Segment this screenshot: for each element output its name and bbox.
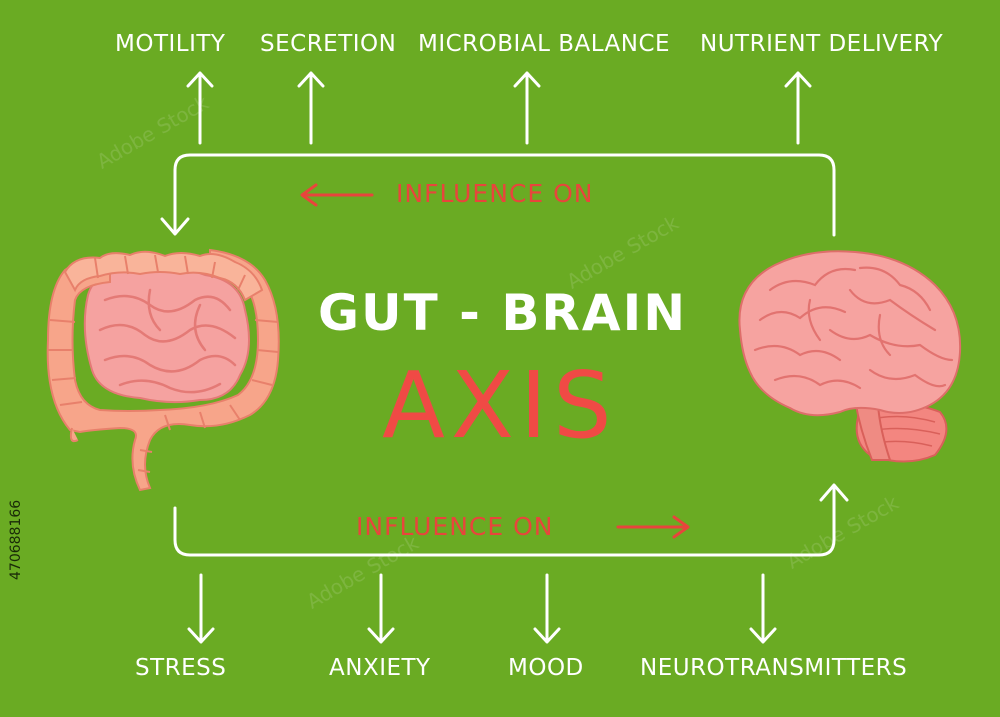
label-neurotransmitters: NEUROTRANSMITTERS xyxy=(640,655,908,681)
bottom-connector xyxy=(173,485,836,557)
arrow-to-stress xyxy=(187,573,215,644)
stock-id: 470688166 xyxy=(8,499,24,580)
influence-right-arrow xyxy=(616,515,690,539)
label-microbial-balance: MICROBIAL BALANCE xyxy=(418,31,671,57)
arrow-to-anxiety xyxy=(367,573,395,644)
arrow-to-secretion xyxy=(297,71,325,145)
arrow-to-microbial-balance xyxy=(513,71,541,145)
title-axis: AXIS xyxy=(382,352,618,459)
intestines-icon xyxy=(46,248,280,492)
label-secretion: SECRETION xyxy=(260,31,397,57)
label-stress: STRESS xyxy=(135,655,227,681)
title-gut-brain: GUT - BRAIN xyxy=(318,284,688,342)
influence-top-label: INFLUENCE ON xyxy=(396,179,594,208)
influence-left-arrow xyxy=(300,183,374,207)
label-nutrient-delivery: NUTRIENT DELIVERY xyxy=(700,31,944,57)
bottom-connector-arrowhead xyxy=(819,483,849,502)
arrow-to-neurotransmitters xyxy=(749,573,777,644)
brain-icon xyxy=(738,250,962,463)
top-connector xyxy=(173,153,836,237)
label-mood: MOOD xyxy=(508,655,584,681)
arrow-to-nutrient-delivery xyxy=(784,71,812,145)
influence-bottom-label: INFLUENCE ON xyxy=(356,512,554,541)
arrow-to-motility xyxy=(186,71,214,145)
label-motility: MOTILITY xyxy=(115,31,226,57)
top-connector-arrowhead xyxy=(160,217,190,236)
arrow-to-mood xyxy=(533,573,561,644)
label-anxiety: ANXIETY xyxy=(329,655,431,681)
